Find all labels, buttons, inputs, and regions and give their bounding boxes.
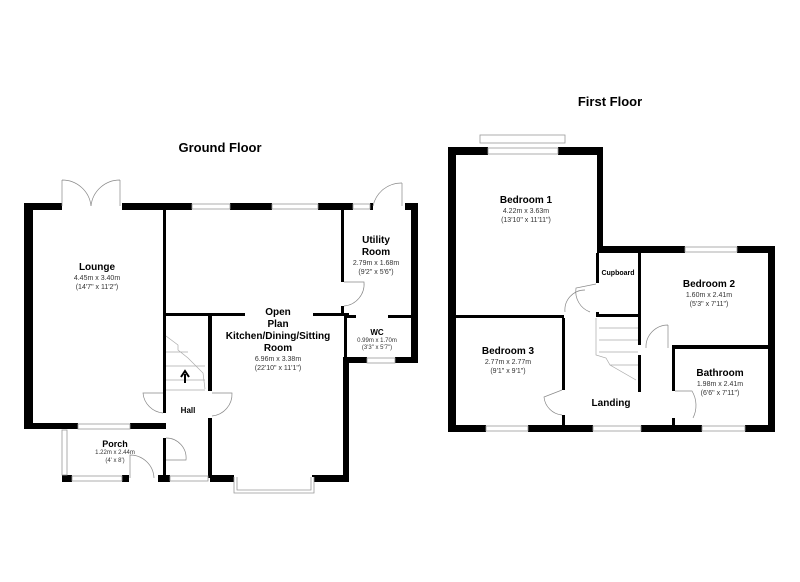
room-label-kitchen: Open Plan Kitchen/Dining/Sitting Room 6.…: [226, 307, 330, 373]
room-label-bathroom: Bathroom 1.98m x 2.41m (6'6" x 7'11"): [696, 368, 743, 398]
room-name-line: Utility: [362, 235, 390, 246]
ground-floor-windows: [61, 203, 396, 494]
room-imperial: (5'3" x 7'11"): [689, 301, 729, 308]
room-label-bedroom1: Bedroom 1 4.22m x 3.63m (13'10" x 11'11"…: [500, 195, 552, 225]
room-label-porch: Porch 1.22m x 2.44m (4' x 8'): [95, 439, 135, 465]
room-name: Bedroom 3: [481, 346, 535, 357]
room-metric: 4.45m x 3.40m: [73, 275, 121, 282]
room-metric: 1.98m x 2.41m: [696, 381, 744, 388]
room-name: Hall: [180, 406, 196, 415]
ground-floor-stairs: [165, 335, 206, 391]
room-metric: 4.22m x 3.63m: [502, 208, 550, 215]
room-metric: 2.77m x 2.77m: [484, 359, 532, 366]
room-imperial: (22'10" x 11'1"): [254, 365, 302, 372]
stair-up-arrow-icon: [180, 369, 190, 383]
ground-floor-doors: [61, 179, 403, 479]
room-imperial: (6'6" x 7'11"): [700, 390, 740, 397]
room-label-bedroom2: Bedroom 2 1.60m x 2.41m (5'3" x 7'11"): [683, 279, 735, 309]
room-name: Cupboard: [601, 270, 635, 277]
room-name: WC: [370, 328, 384, 337]
room-metric: 6.96m x 3.38m: [254, 356, 302, 363]
first-floor-title: First Floor: [577, 94, 643, 109]
room-name: Lounge: [78, 262, 116, 273]
room-name-line: Kitchen/Dining/Sitting: [225, 331, 331, 342]
room-label-utility: Utility Room 2.79m x 1.68m (9'2" x 5'6"): [353, 235, 399, 277]
room-label-lounge: Lounge 4.45m x 3.40m (14'7" x 11'2"): [74, 262, 120, 292]
room-label-landing: Landing: [592, 398, 631, 410]
room-name: Porch: [102, 439, 128, 449]
room-label-cupboard: Cupboard: [601, 268, 634, 280]
room-name-line: Room: [361, 247, 391, 258]
room-name: Bedroom 1: [499, 195, 553, 206]
room-metric: 0.99m x 1.70m: [357, 338, 397, 344]
first-floor-doors: [543, 283, 697, 419]
room-imperial: (3'3" x 5'7"): [361, 345, 393, 351]
room-label-wc: WC 0.99m x 1.70m (3'3" x 5'7"): [357, 328, 397, 352]
room-metric: 1.60m x 2.41m: [685, 292, 733, 299]
room-label-hall: Hall: [181, 405, 196, 417]
room-label-bedroom3: Bedroom 3 2.77m x 2.77m (9'1" x 9'1"): [482, 346, 534, 376]
room-name-line: Room: [263, 343, 293, 354]
room-name: Bathroom: [696, 368, 744, 379]
first-floor-windows: [479, 134, 746, 432]
room-imperial: (9'1" x 9'1"): [490, 368, 526, 375]
room-imperial: (13'10" x 11'11"): [501, 217, 551, 224]
ground-floor-walls: [24, 203, 418, 482]
room-name: Bedroom 2: [682, 279, 736, 290]
room-metric: 1.22m x 2.44m: [95, 450, 135, 456]
ground-floor-title: Ground Floor: [178, 140, 262, 155]
room-imperial: (9'2" x 5'6"): [358, 269, 394, 276]
room-imperial: (4' x 8'): [105, 458, 125, 464]
room-metric: 2.79m x 1.68m: [352, 260, 400, 267]
room-imperial: (14'7" x 11'2"): [75, 284, 119, 291]
room-name-line: Open: [265, 307, 291, 318]
room-name-line: Plan: [267, 319, 289, 330]
first-floor-stairs: [595, 318, 638, 381]
room-name: Landing: [591, 398, 631, 409]
first-floor-walls: [448, 147, 775, 432]
